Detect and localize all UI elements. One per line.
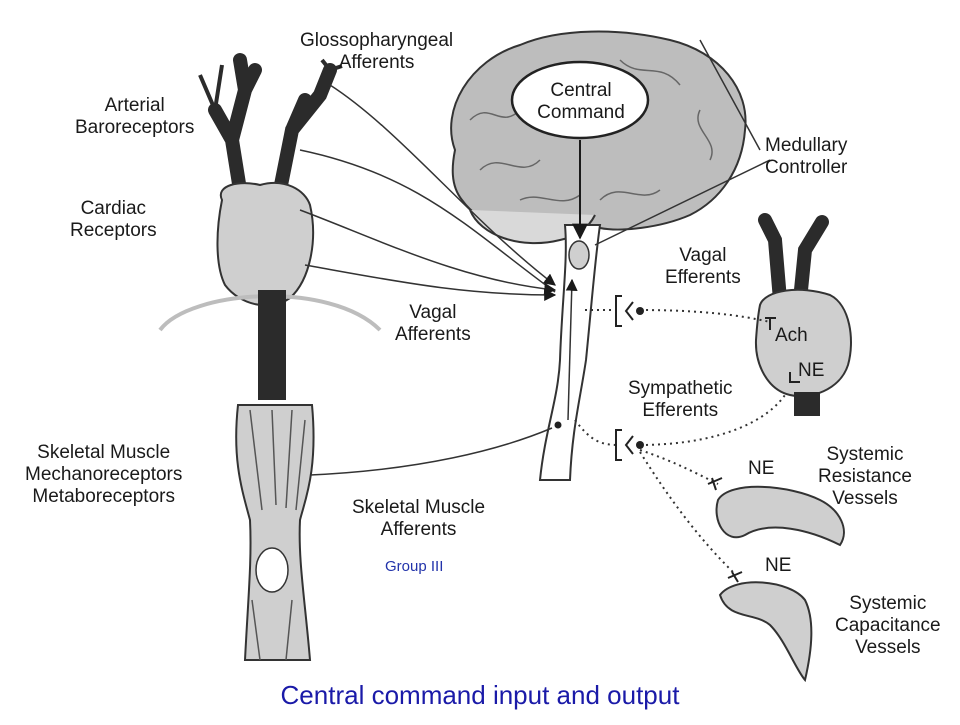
label-line: Efferents bbox=[665, 267, 741, 288]
ascending-path bbox=[565, 278, 578, 421]
label-line: Efferents bbox=[642, 400, 719, 421]
ne-heart-label: NE bbox=[798, 360, 824, 382]
ach-terminal bbox=[765, 317, 776, 330]
arterial-baroreceptors-label: Arterial Baroreceptors bbox=[75, 95, 194, 139]
medullary-pointer bbox=[699, 39, 761, 151]
ne-capacitance-label: NE bbox=[765, 555, 791, 577]
glossopharyngeal-afferents-label: Glossopharyngeal Afferents bbox=[300, 30, 453, 74]
ach-label: Ach bbox=[775, 325, 808, 347]
ne-heart-terminal bbox=[789, 372, 800, 383]
systemic-capacitance-label: Systemic Capacitance Vessels bbox=[835, 593, 941, 659]
ne-resistance-terminal bbox=[707, 477, 723, 491]
label-line: Central bbox=[550, 80, 612, 101]
cardiac-receptors-label: Cardiac Receptors bbox=[70, 198, 157, 242]
label-line: Cardiac bbox=[80, 198, 147, 219]
resistance-efferent-path bbox=[639, 449, 719, 485]
ne-capacitance-terminal bbox=[727, 571, 743, 583]
central-command-label: Central Command bbox=[536, 80, 626, 124]
left-heart-arteries bbox=[158, 53, 382, 400]
sympathetic-efferent-path bbox=[574, 394, 786, 446]
brain bbox=[450, 30, 747, 245]
skeletal-muscle-receptors-label: Skeletal Muscle Mechanoreceptors Metabor… bbox=[25, 442, 182, 508]
vagal-afferents-label: Vagal Afferents bbox=[395, 302, 471, 346]
label-line: Resistance bbox=[818, 466, 912, 487]
vagal-afferent-path-2 bbox=[304, 264, 557, 301]
label-line: Baroreceptors bbox=[75, 117, 195, 138]
sympathetic-efferents-label: Sympathetic Efferents bbox=[628, 378, 733, 422]
glossopharyngeal-path bbox=[329, 84, 556, 286]
sympathetic-ganglion bbox=[615, 429, 644, 461]
label-line: Systemic bbox=[826, 444, 904, 465]
label-line: NE bbox=[748, 458, 775, 479]
figure-caption: Central command input and output bbox=[280, 680, 680, 710]
label-line: Vagal bbox=[409, 302, 457, 323]
label-line: Medullary bbox=[765, 135, 848, 156]
vagal-efferent-path bbox=[585, 309, 771, 323]
leg-muscle bbox=[235, 404, 315, 661]
label-line: NE bbox=[798, 360, 825, 381]
label-line: Afferents bbox=[380, 519, 457, 540]
label-line: Receptors bbox=[70, 220, 157, 241]
label-line: Ach bbox=[775, 325, 808, 346]
label-line: Sympathetic bbox=[628, 378, 733, 399]
central-command-oval bbox=[510, 60, 650, 140]
label-line: Capacitance bbox=[835, 615, 941, 636]
baroreceptor-path bbox=[299, 149, 556, 293]
label-line: Vessels bbox=[855, 637, 921, 658]
label-line: Glossopharyngeal bbox=[300, 30, 454, 51]
label-line: Skeletal Muscle bbox=[352, 497, 486, 518]
label-line: Vagal bbox=[679, 245, 727, 266]
label-line: Arterial bbox=[104, 95, 165, 116]
skeletal-muscle-afferents-label: Skeletal Muscle Afferents bbox=[352, 497, 485, 541]
label-line: Metaboreceptors bbox=[32, 486, 175, 507]
label-line: Vessels bbox=[832, 488, 898, 509]
vagal-afferent-path-1 bbox=[299, 209, 557, 295]
label-line: Controller bbox=[765, 157, 848, 178]
vagal-efferents-label: Vagal Efferents bbox=[665, 245, 741, 289]
label-line: Systemic bbox=[849, 593, 927, 614]
systemic-resistance-label: Systemic Resistance Vessels bbox=[818, 444, 912, 510]
capacitance-efferent-path bbox=[639, 451, 737, 576]
ne-resistance-label: NE bbox=[748, 458, 774, 480]
muscle-afferent-path bbox=[309, 427, 553, 476]
medullary-controller-label: Medullary Controller bbox=[765, 135, 847, 179]
label-line: Skeletal Muscle bbox=[37, 442, 171, 463]
group-iii-label: Group III bbox=[385, 556, 443, 578]
medullary-leader bbox=[594, 159, 771, 246]
label-line: Group III bbox=[385, 558, 444, 575]
resistance-vessel bbox=[715, 485, 845, 547]
label-line: Mechanoreceptors bbox=[25, 464, 183, 485]
label-line: NE bbox=[765, 555, 792, 576]
capacitance-vessel bbox=[718, 581, 813, 683]
dorsal-root-ganglion bbox=[554, 421, 562, 429]
right-heart-arteries bbox=[754, 213, 852, 416]
label-line: Afferents bbox=[395, 324, 471, 345]
medullary-nucleus bbox=[568, 240, 590, 270]
label-line: Command bbox=[537, 102, 625, 123]
label-line: Afferents bbox=[338, 52, 415, 73]
vagal-ganglion bbox=[615, 295, 644, 327]
